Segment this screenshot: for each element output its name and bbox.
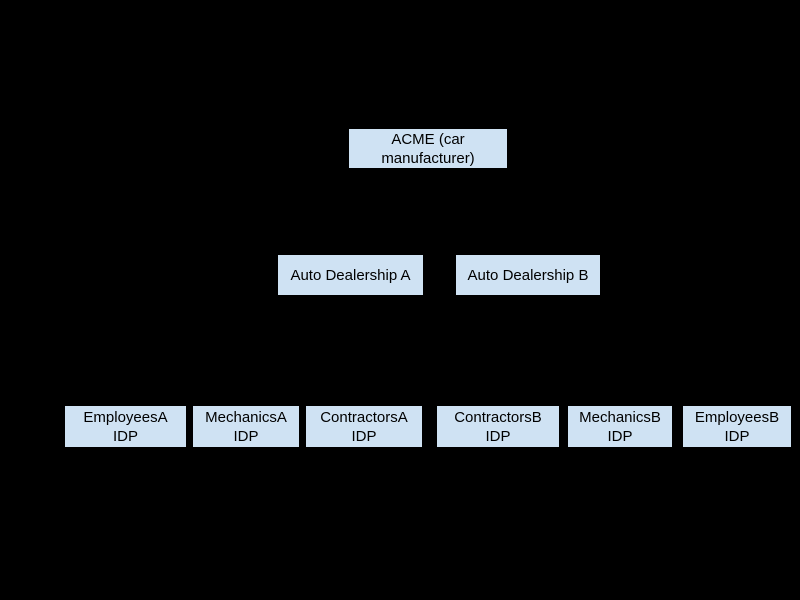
node-auto-dealership-b: Auto Dealership B bbox=[455, 254, 601, 296]
node-employees-a-idp-label: EmployeesA IDP bbox=[83, 408, 168, 445]
node-acme-label: ACME (car manufacturer) bbox=[381, 130, 475, 167]
node-contractors-b-idp: ContractorsB IDP bbox=[436, 405, 560, 448]
node-contractors-b-idp-label: ContractorsB IDP bbox=[454, 408, 542, 445]
node-mechanics-b-idp: MechanicsB IDP bbox=[567, 405, 673, 448]
node-employees-a-idp: EmployeesA IDP bbox=[64, 405, 187, 448]
node-employees-b-idp-label: EmployeesB IDP bbox=[694, 408, 780, 445]
node-mechanics-a-idp: MechanicsA IDP bbox=[192, 405, 300, 448]
node-acme: ACME (car manufacturer) bbox=[348, 128, 508, 169]
node-auto-dealership-a-label: Auto Dealership A bbox=[290, 266, 411, 284]
node-mechanics-a-idp-label: MechanicsA IDP bbox=[205, 408, 287, 445]
node-contractors-a-idp: ContractorsA IDP bbox=[305, 405, 423, 448]
node-auto-dealership-a: Auto Dealership A bbox=[277, 254, 424, 296]
node-contractors-a-idp-label: ContractorsA IDP bbox=[320, 408, 408, 445]
node-mechanics-b-idp-label: MechanicsB IDP bbox=[579, 408, 661, 445]
node-auto-dealership-b-label: Auto Dealership B bbox=[467, 266, 589, 284]
node-employees-b-idp: EmployeesB IDP bbox=[682, 405, 792, 448]
